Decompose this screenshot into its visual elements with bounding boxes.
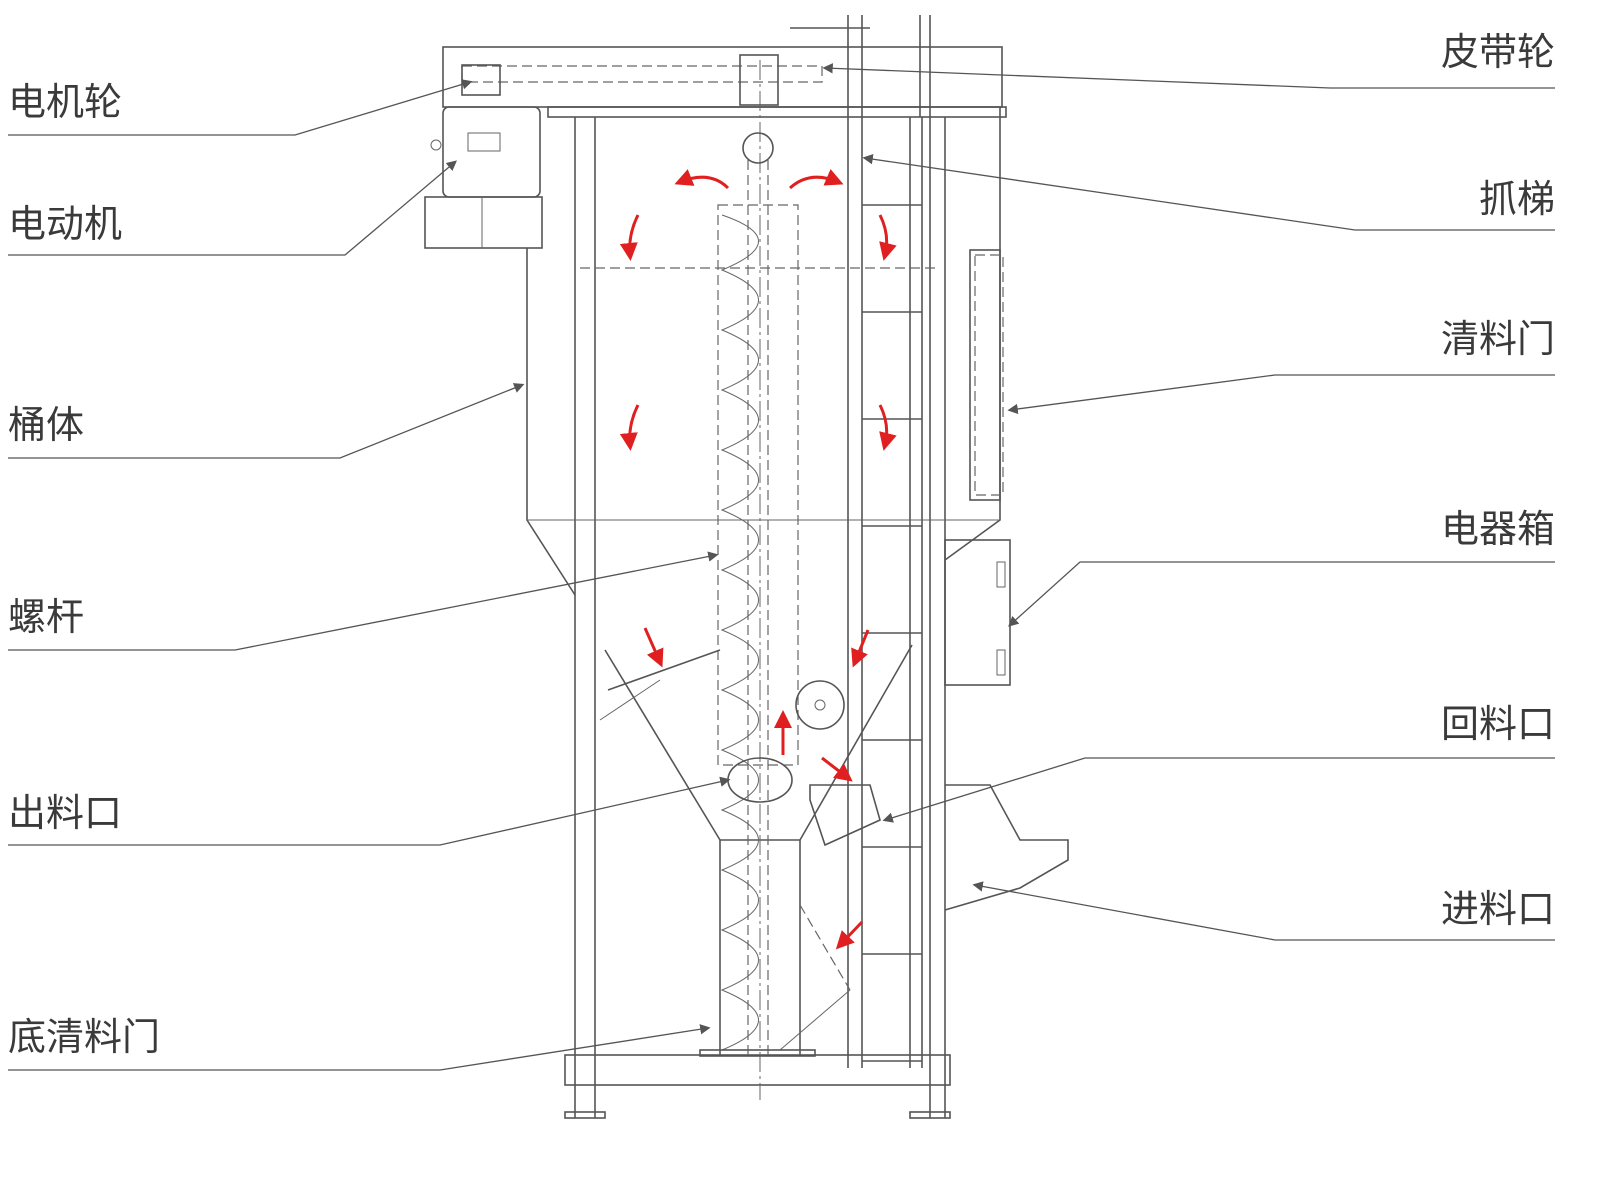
left-callouts: 电机轮 电动机 桶体 螺杆 出料口 底清料门 (8, 79, 731, 1071)
label-feed-port: 进料口 (1441, 887, 1555, 931)
label-barrel: 桶体 (8, 403, 84, 447)
label-discharge-port: 出料口 (8, 791, 122, 835)
machine-outline (424, 15, 1069, 1119)
label-clean-door: 清料门 (1441, 317, 1555, 361)
label-screw: 螺杆 (8, 595, 84, 639)
label-electrical-box: 电器箱 (1441, 507, 1555, 551)
label-motor-pulley: 电机轮 (8, 80, 122, 124)
flow-arrows (619, 169, 897, 950)
label-belt-pulley: 皮带轮 (1441, 30, 1555, 74)
label-return-port: 回料口 (1441, 702, 1555, 746)
label-motor: 电动机 (8, 202, 122, 246)
label-ladder: 抓梯 (1479, 177, 1555, 221)
right-callouts: 皮带轮 抓梯 清料门 电器箱 回料口 进料口 (822, 30, 1555, 941)
label-bottom-clean-door: 底清料门 (8, 1015, 160, 1059)
